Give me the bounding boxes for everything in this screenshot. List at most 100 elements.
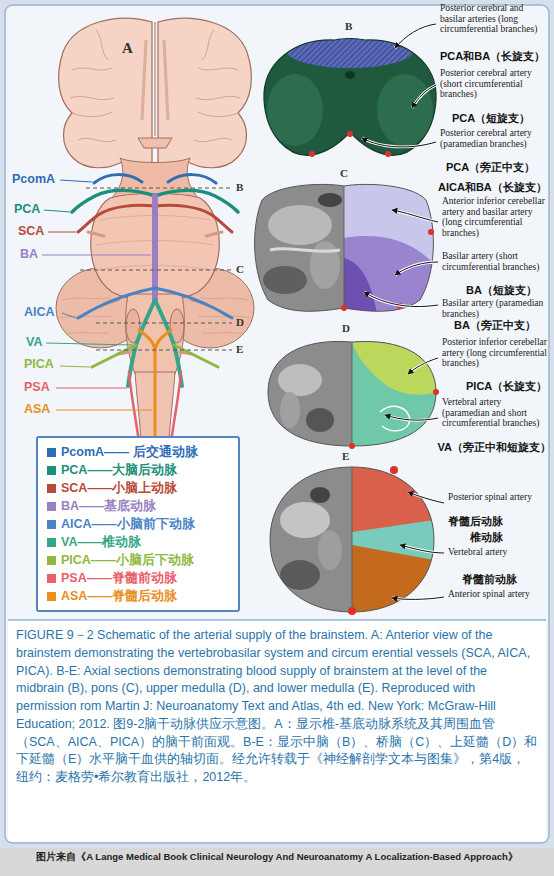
cerebral-hemispheres [155,22,156,136]
cerebral-hemispheres [59,18,252,168]
callout-text-zh: 脊髓后动脉 [448,515,503,527]
lower-medulla-section [270,467,434,612]
lower-medulla-section [352,464,438,616]
leader-line [408,492,444,503]
right-hemisphere [194,30,240,142]
legend-row: BA——基底动脉 [47,497,229,515]
leader-halo [385,415,438,420]
lower-medulla-section [318,530,342,570]
legend-text: PCA——大脑后动脉 [61,462,177,479]
level-letter: E [236,343,243,355]
leader-halo [408,492,444,503]
cerebral-hemispheres [138,138,172,148]
legend-text: BA——基底动脉 [61,498,156,515]
midbrain-section [347,131,353,137]
figure-letter: A [122,40,133,57]
legend-swatch [47,538,56,547]
midbrain-section [385,151,391,157]
page-frame [8,619,546,620]
upper-medulla-section [352,342,353,446]
artery-leader-lines [42,180,152,410]
legend-text: PSA——脊髓前动脉 [61,570,177,587]
legend-swatch [47,502,56,511]
asa-artery [139,330,171,442]
leader-halo [392,210,438,222]
lower-medulla-section [310,487,330,503]
leader-halo [412,85,436,108]
midbrain-section [258,30,443,165]
leader-halo [392,597,444,599]
lower-medulla-section [348,607,356,615]
legend-row: VA——椎动脉 [47,533,229,551]
legend-text: VA——椎动脉 [61,534,141,551]
callout-text-zh: PCA和BA（长旋支） [440,50,545,62]
right-hemisphere [158,18,251,168]
legend-row: SCA——小脑上动脉 [47,479,229,497]
pons-section [268,205,332,245]
pons-section [428,229,434,235]
callout-text: Posterior spinal artery [448,492,548,503]
pons-section [250,178,440,320]
callout-text: Posterior cerebral and basilar arteries … [440,3,550,35]
callout-text-zh: 椎动脉 [470,531,503,543]
legend-text: SCA——小脑上动脉 [61,480,177,497]
legend-swatch [47,520,56,529]
upper-medulla-section [433,389,439,395]
artery-leader-lines [62,313,76,318]
legend-swatch [47,448,56,457]
panel-letter: B [345,20,352,32]
upper-medulla-section [262,336,442,450]
leader-line [395,262,438,275]
leader-line [364,292,438,307]
lower-medulla-section [352,467,353,612]
pons-section [250,178,440,320]
panel-letter: D [342,322,350,334]
artery-label: AICA [24,305,55,319]
leader-line [385,415,438,420]
callout-text-zh: BA（旁正中支） [454,319,536,331]
callout-text-zh: BA（短旋支） [466,284,537,296]
artery-label: PCA [14,202,40,216]
psa-artery [129,372,181,442]
pons-section [310,241,340,289]
section-level-lines [96,323,232,324]
basilar-artery [152,196,158,300]
lower-medulla-section [266,464,438,616]
lower-medulla-section [390,466,398,474]
pons-section [344,236,440,320]
artery-leader-lines [42,255,151,256]
pons-section [344,186,345,308]
leader-line [362,24,444,599]
legend-row: PcomA—— 后交通动脉 [47,443,229,461]
pons-section [341,305,347,311]
pcoma-artery [94,175,216,183]
upper-medulla-section [349,443,355,449]
figure-caption: FIGURE 9－2 Schematic of the arterial sup… [16,627,538,787]
upper-medulla-section [262,336,442,450]
upper-medulla-section [306,408,334,432]
artery-leader-lines [44,210,70,212]
artery-leader-lines [56,410,152,411]
section-level-lines [96,350,232,351]
leader-line [400,545,444,553]
leader-line [392,597,444,599]
artery-label: ASA [24,402,50,416]
artery-label: BA [20,247,38,261]
leader-line [412,85,436,108]
callout-text: Posterior cerebral artery (paramedian br… [440,128,550,149]
legend-text: PcomA—— 后交通动脉 [61,444,198,461]
lower-medulla-section [266,464,438,616]
section-level-lines [80,188,232,350]
panel-letter: E [342,450,349,462]
legend-row: AICA——小脑前下动脉 [47,515,229,533]
level-letter: D [236,316,244,328]
right-hemisphere [158,18,251,168]
callout-text: Vertebral artery [448,547,548,558]
pons-section [318,193,342,207]
level-letter: C [236,263,244,275]
leader-halo [362,138,436,147]
artery-leader-lines [48,232,76,233]
artery-label: PSA [24,380,50,394]
leader-halo [400,545,444,553]
